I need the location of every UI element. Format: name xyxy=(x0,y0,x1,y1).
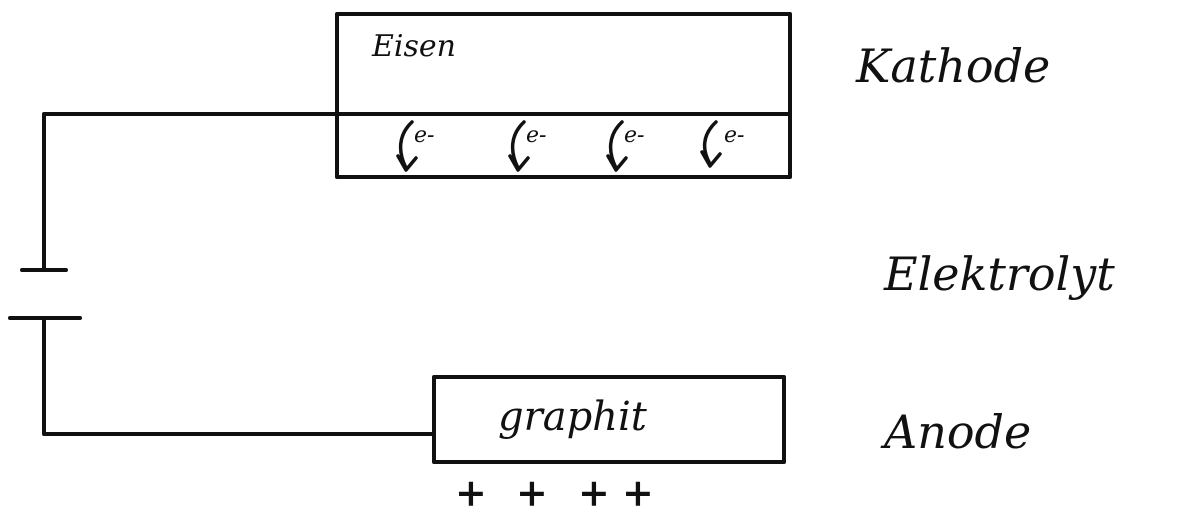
electron-label-2: e- xyxy=(526,123,546,148)
arrow-2-head xyxy=(508,154,530,172)
electron-arrow-4 xyxy=(700,120,722,168)
anode-block: graphit xyxy=(432,375,786,464)
charge-plus-1: + xyxy=(455,470,487,511)
charge-plus-2: + xyxy=(516,470,548,511)
cathode-material-label: Eisen xyxy=(371,29,456,64)
wire-top xyxy=(42,112,339,270)
circuit-wire xyxy=(8,112,436,436)
electron-row: e- e- e- e- xyxy=(396,120,744,172)
kathode-label: Kathode xyxy=(855,39,1050,93)
cathode-block: Eisen xyxy=(335,12,792,179)
electron-label-3: e- xyxy=(624,123,644,148)
cathode-rect xyxy=(335,12,792,179)
electron-arrow-3 xyxy=(606,120,628,172)
electron-label-4: e- xyxy=(724,123,744,148)
anode-material-label: graphit xyxy=(498,394,648,440)
electron-arrow-2 xyxy=(508,120,530,172)
arrow-1-head xyxy=(396,154,418,172)
elektrolyt-label: Elektrolyt xyxy=(883,247,1115,301)
charge-plus-3: + xyxy=(578,470,610,511)
anode-rect xyxy=(432,375,786,464)
electron-label-1: e- xyxy=(414,123,434,148)
anode-label: Anode xyxy=(880,405,1031,459)
arrow-4-head xyxy=(700,150,722,168)
charge-row: + + + + xyxy=(455,470,654,511)
arrow-3-head xyxy=(606,154,628,172)
electron-arrow-1 xyxy=(396,120,418,172)
charge-plus-4: + xyxy=(622,470,654,511)
wire-bottom xyxy=(42,316,436,436)
